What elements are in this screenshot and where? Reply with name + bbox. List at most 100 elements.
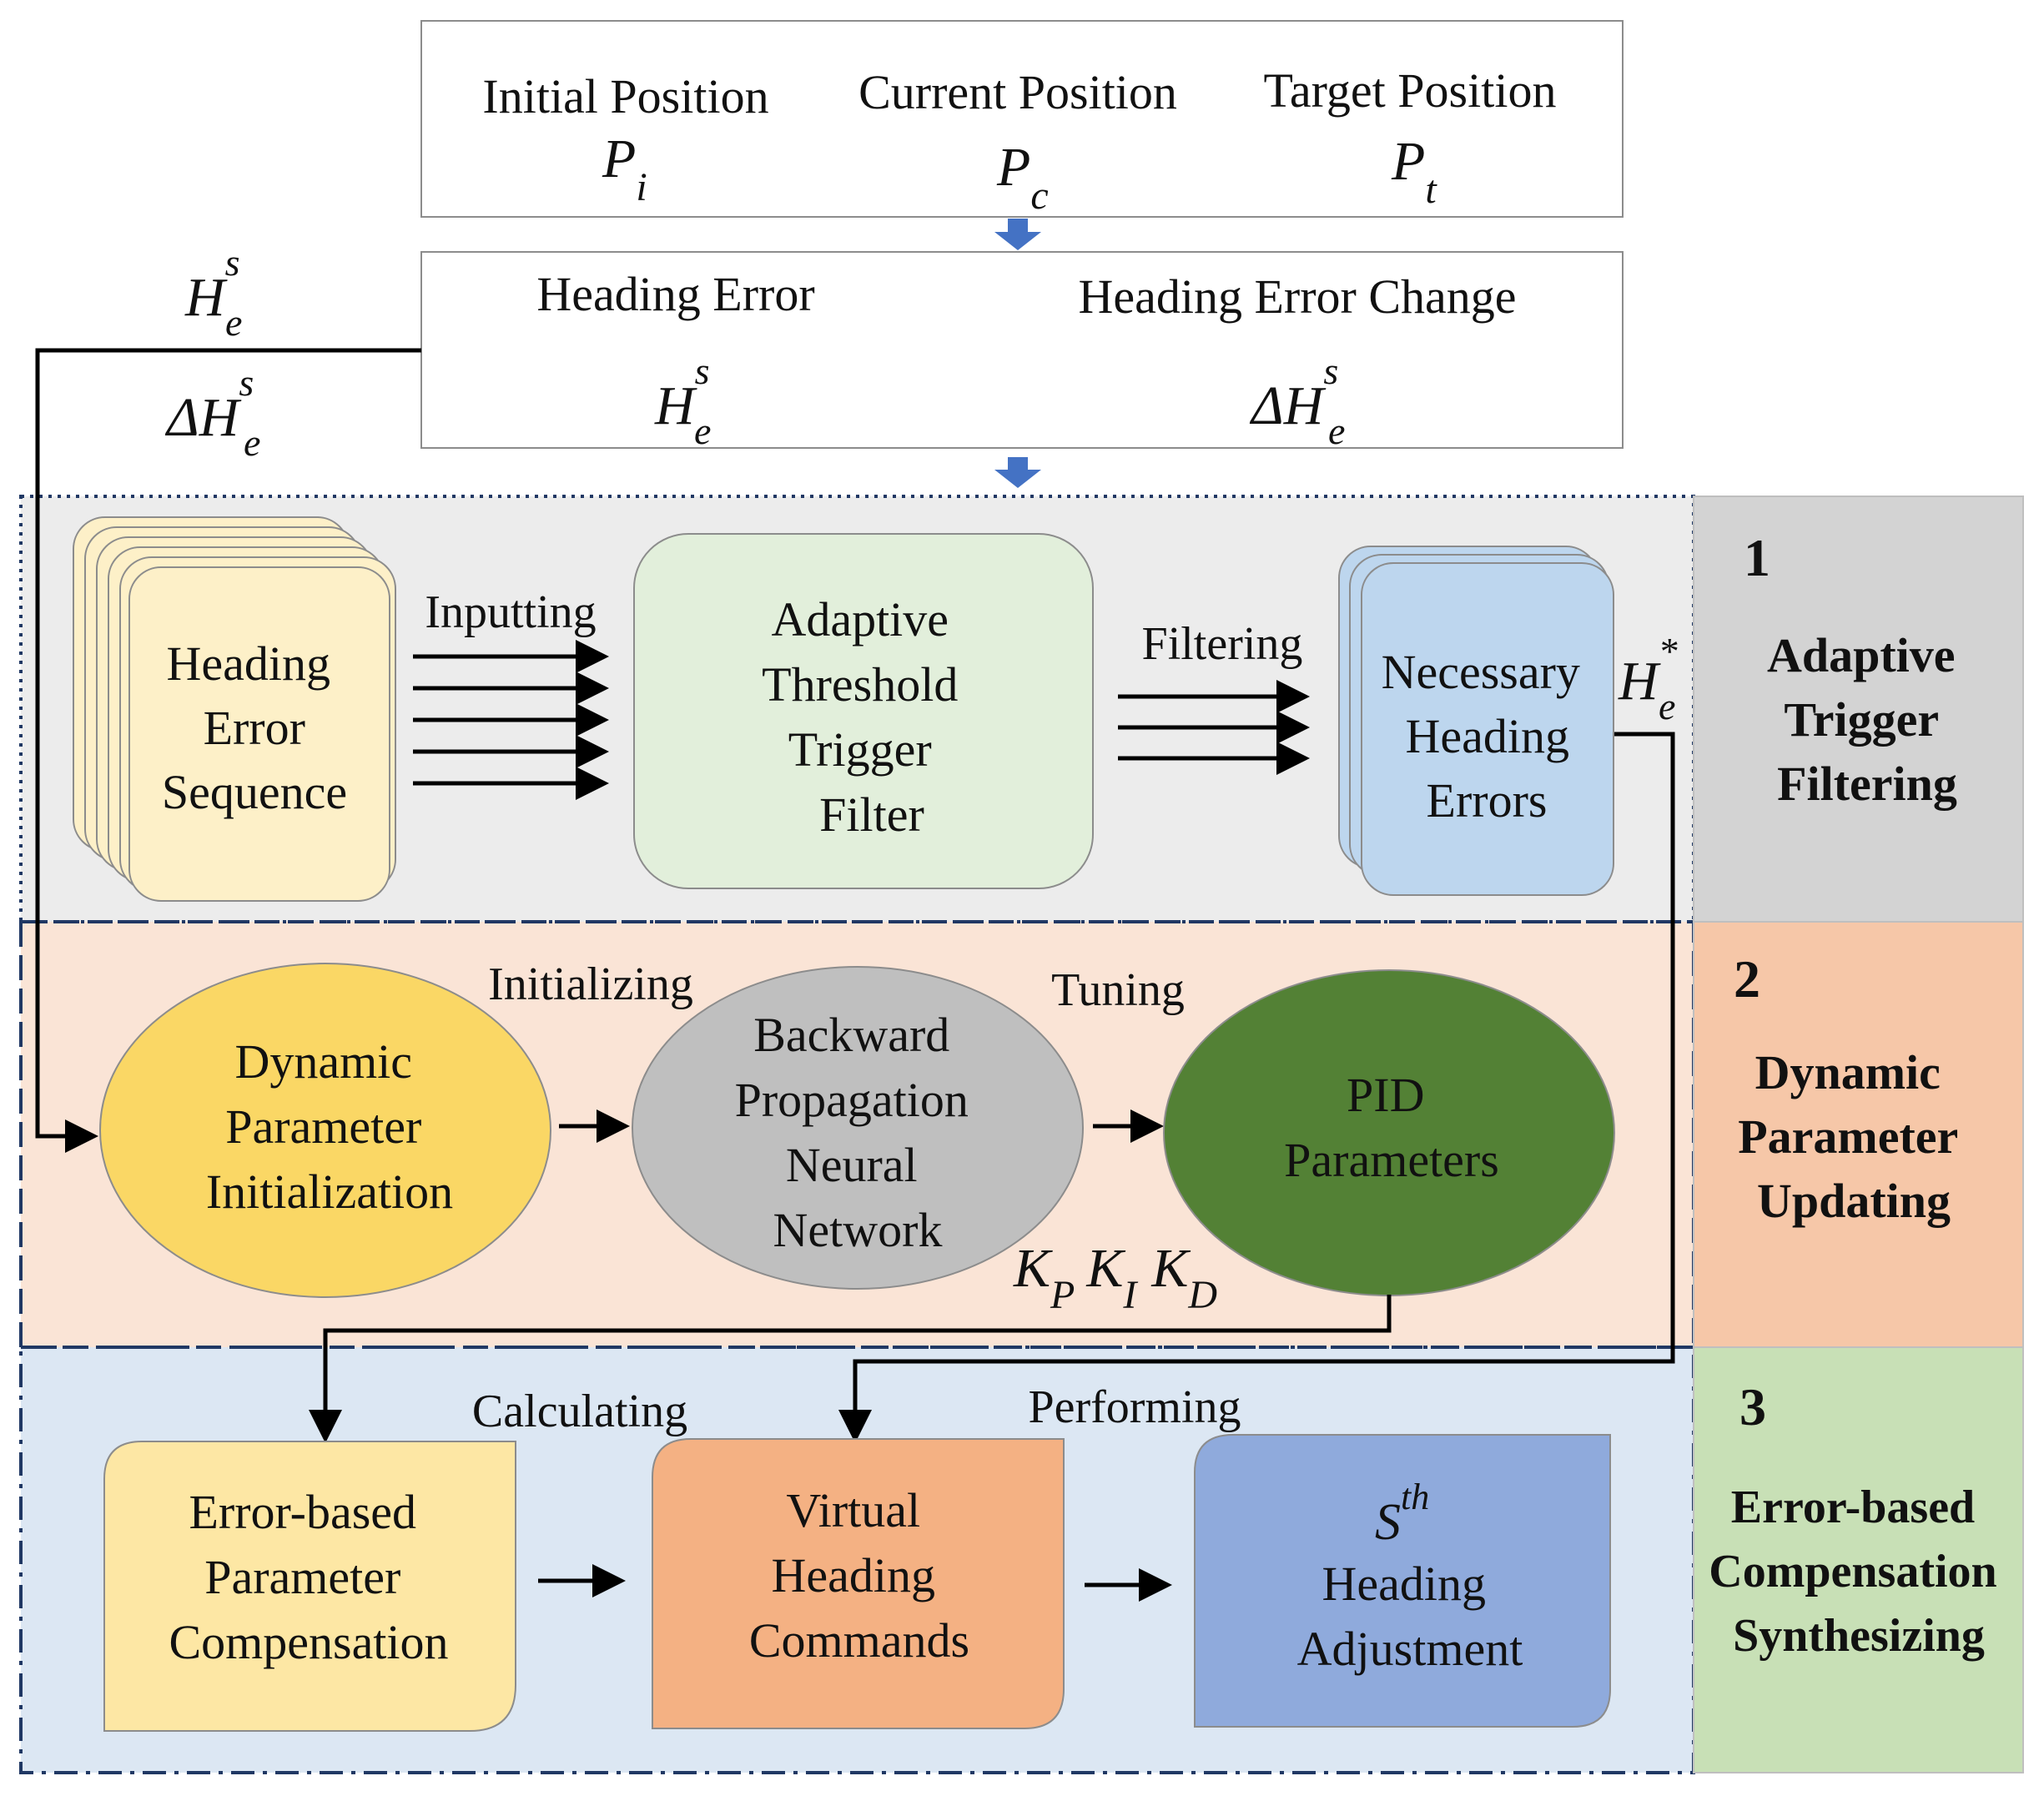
dynamic-init-label: Dynamic Parameter Initialization — [206, 1034, 453, 1219]
section1-title-line: Trigger — [1784, 692, 1938, 747]
adjust-line: Heading — [1322, 1557, 1487, 1611]
bpnn-line: Network — [773, 1203, 943, 1257]
symbol-main: P — [996, 137, 1030, 198]
heading-adjustment-label: Heading Adjustment — [1297, 1557, 1523, 1676]
symbol-sub: e — [1659, 685, 1675, 727]
filtering-label: Filtering — [1142, 618, 1303, 670]
heading-error-box — [420, 251, 1624, 449]
symbol-sub: t — [1425, 168, 1437, 212]
gain-symbol: K — [1150, 1238, 1191, 1299]
gain-sub: D — [1187, 1273, 1217, 1317]
virtual-line: Commands — [749, 1613, 969, 1668]
symbol-sub: e — [225, 301, 242, 344]
heading-adjustment-box — [1194, 1434, 1611, 1728]
gain-symbol: K — [1085, 1238, 1125, 1299]
down-arrow-icon — [994, 219, 1041, 250]
filtering-arrows — [1118, 680, 1310, 775]
calculating-label: Calculating — [472, 1386, 687, 1437]
target-position-label: Target Position — [1264, 63, 1557, 118]
compensation-line: Compensation — [169, 1615, 448, 1669]
initializing-label: Initializing — [488, 958, 693, 1010]
sequence-line: Heading — [167, 636, 331, 691]
symbol-main: P — [1391, 131, 1425, 192]
section2-title-line: Dynamic — [1755, 1045, 1941, 1099]
section3-title-line: Error-based — [1731, 1482, 1975, 1533]
sequence-line: Error — [204, 701, 305, 755]
section1-title-line: Filtering — [1777, 757, 1957, 811]
section2-number: 2 — [1734, 949, 1760, 1009]
gain-symbol: K — [1013, 1238, 1053, 1299]
necessary-line: Heading — [1406, 709, 1570, 763]
positions-box — [420, 20, 1624, 218]
symbol-sup: s — [695, 350, 710, 392]
feedback-connector — [35, 348, 421, 1153]
symbol-sub: e — [694, 410, 711, 452]
necessary-error-connector — [838, 732, 1675, 1443]
bpnn-line: Propagation — [735, 1073, 969, 1127]
section2-title-line: Parameter — [1738, 1109, 1957, 1164]
symbol-main: ΔH — [1249, 375, 1327, 436]
virtual-commands-box — [652, 1438, 1065, 1729]
symbol-main: H — [654, 375, 697, 436]
symbol-sub: c — [1030, 174, 1048, 218]
virtual-commands-label: Virtual Heading Commands — [749, 1483, 969, 1668]
virtual-line: Virtual — [786, 1483, 920, 1537]
necessary-line: Necessary — [1382, 645, 1580, 699]
current-position-symbol: Pc — [996, 137, 1049, 218]
sequence-line: Sequence — [162, 765, 347, 819]
pid-line: Parameters — [1284, 1133, 1499, 1187]
section3-border — [19, 1346, 1695, 1774]
dynamic-init-node — [99, 963, 551, 1298]
tuning-label: Tuning — [1051, 964, 1185, 1016]
adjust-line: Adjustment — [1297, 1622, 1523, 1676]
pid-gains-connector — [309, 1295, 1392, 1443]
symbol-sup: s — [1323, 350, 1338, 392]
bpnn-label: Backward Propagation Neural Network — [735, 1008, 981, 1257]
section3-label-panel — [1693, 1346, 2024, 1773]
section3-title-line: Synthesizing — [1733, 1610, 1985, 1662]
section1-number: 1 — [1744, 528, 1770, 587]
section3-title-line: Compensation — [1709, 1546, 1996, 1597]
stack-card — [128, 566, 390, 902]
heading-error-sequence-label: Heading Error Sequence — [162, 636, 347, 819]
initial-position-symbol: Pi — [602, 128, 647, 209]
section2-label-panel — [1693, 921, 2024, 1348]
s-th-symbol: Sth — [1375, 1477, 1429, 1551]
initial-position-label: Initial Position — [482, 69, 768, 123]
heading-error-change-label: Heading Error Change — [1078, 269, 1516, 324]
gain-sub: I — [1122, 1273, 1138, 1317]
necessary-errors-stack — [1338, 546, 1614, 896]
section2-title-line: Updating — [1757, 1174, 1951, 1228]
bpnn-line: Neural — [786, 1138, 918, 1192]
target-position-symbol: Pt — [1391, 131, 1437, 212]
necessary-errors-label: Necessary Heading Errors — [1382, 645, 1593, 828]
compensation-box — [103, 1441, 516, 1732]
symbol-sup: s — [239, 361, 254, 404]
init-line: Parameter — [225, 1099, 421, 1154]
compensation-line: Parameter — [204, 1550, 400, 1604]
bpnn-node — [632, 966, 1084, 1290]
symbol-sub: i — [636, 165, 647, 209]
pid-label: PID Parameters — [1284, 1068, 1499, 1187]
compensation-line: Error-based — [189, 1485, 416, 1539]
symbol-main: H — [184, 267, 228, 328]
symbol-sub: e — [1328, 410, 1345, 452]
inputting-arrows — [413, 640, 609, 800]
section3-number: 3 — [1739, 1377, 1766, 1436]
section1-title-line: Adaptive — [1767, 628, 1956, 682]
necessary-error-symbol: H*e — [1618, 630, 1678, 727]
section1-border — [19, 495, 1695, 923]
symbol-sub: e — [244, 421, 260, 464]
down-arrow-icon — [994, 457, 1041, 488]
symbol-sup: * — [1659, 630, 1678, 672]
gain-sub: P — [1050, 1273, 1075, 1317]
adaptive-filter-label: Adaptive Threshold Trigger Filter — [762, 592, 970, 842]
filter-line: Threshold — [762, 657, 958, 712]
symbol-main: S — [1375, 1494, 1401, 1551]
heading-error-sequence-stack — [73, 516, 396, 902]
virtual-line: Heading — [772, 1548, 936, 1602]
necessary-line: Errors — [1427, 773, 1548, 828]
